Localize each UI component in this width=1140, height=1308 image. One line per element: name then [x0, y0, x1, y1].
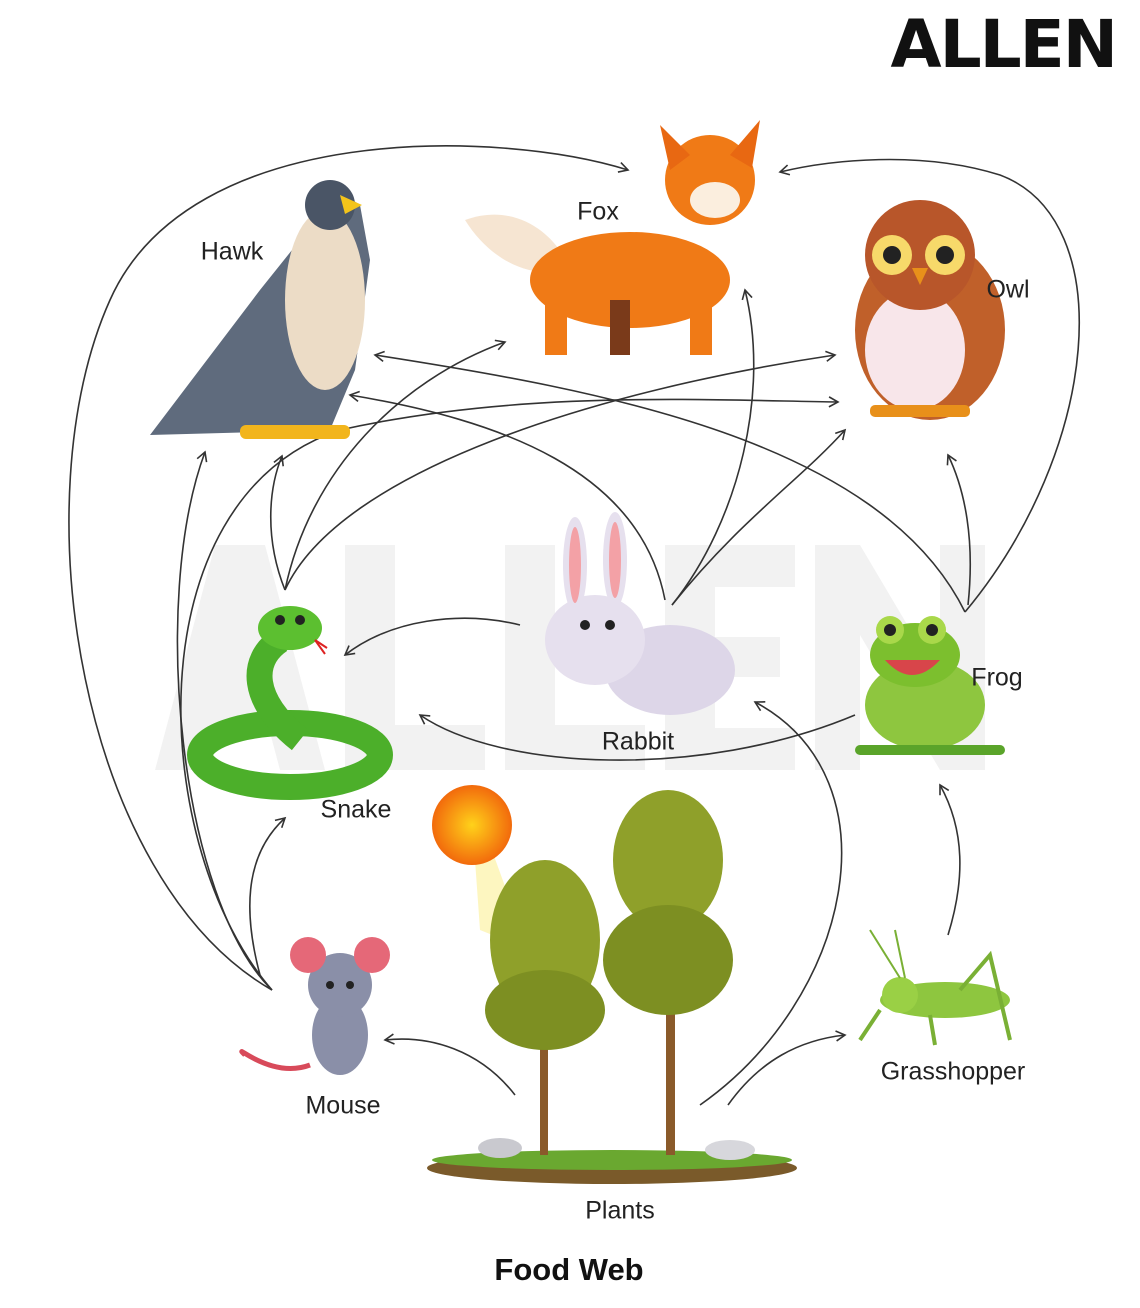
label-owl: Owl [986, 275, 1030, 304]
label-plants: Plants [585, 1196, 655, 1225]
arrow-grasshopper-frog [939, 783, 961, 936]
arrow-snake-hawk [269, 454, 286, 591]
label-rabbit: Rabbit [601, 727, 675, 756]
snake-illustration [187, 606, 393, 800]
label-frog: Frog [971, 663, 1023, 692]
arrow-snake-fox [284, 339, 507, 591]
arrow-frog-owl [946, 453, 972, 606]
mouse-illustration [239, 937, 390, 1075]
arrow-mouse-fox [68, 145, 630, 991]
allen-logo: ALLEN [890, 6, 1118, 83]
diagram-title: Food Web [494, 1252, 644, 1287]
arrow-plants-mouse [383, 1033, 516, 1096]
arrow-rabbit-snake [343, 617, 521, 657]
frog-illustration [855, 616, 1005, 755]
arrow-plants-grasshopper [727, 1030, 847, 1106]
arrow-mouse-owl [180, 396, 840, 991]
fox-illustration [465, 120, 760, 355]
arrow-plants-rabbit [699, 701, 843, 1106]
owl-illustration [855, 200, 1005, 420]
arrow-rabbit-owl [671, 428, 847, 606]
sun-illustration [432, 785, 530, 950]
arrow-frog-hawk [373, 350, 966, 613]
arrow-rabbit-hawk [348, 390, 666, 601]
arrows [68, 145, 1080, 1106]
arrow-rabbit-fox [671, 288, 755, 606]
label-hawk: Hawk [200, 237, 264, 266]
grasshopper-illustration [858, 929, 1012, 1046]
arrow-frog-snake [418, 714, 856, 761]
rabbit-illustration [545, 512, 735, 715]
plants-illustration [427, 790, 797, 1184]
arrow-frog-fox [778, 158, 1080, 613]
label-mouse: Mouse [305, 1091, 381, 1120]
label-snake: Snake [320, 795, 392, 824]
arrow-snake-owl [284, 350, 837, 591]
label-grasshopper: Grasshopper [880, 1057, 1026, 1086]
hawk-illustration [150, 180, 370, 439]
label-fox: Fox [577, 197, 619, 226]
arrow-mouse-snake [249, 816, 287, 976]
